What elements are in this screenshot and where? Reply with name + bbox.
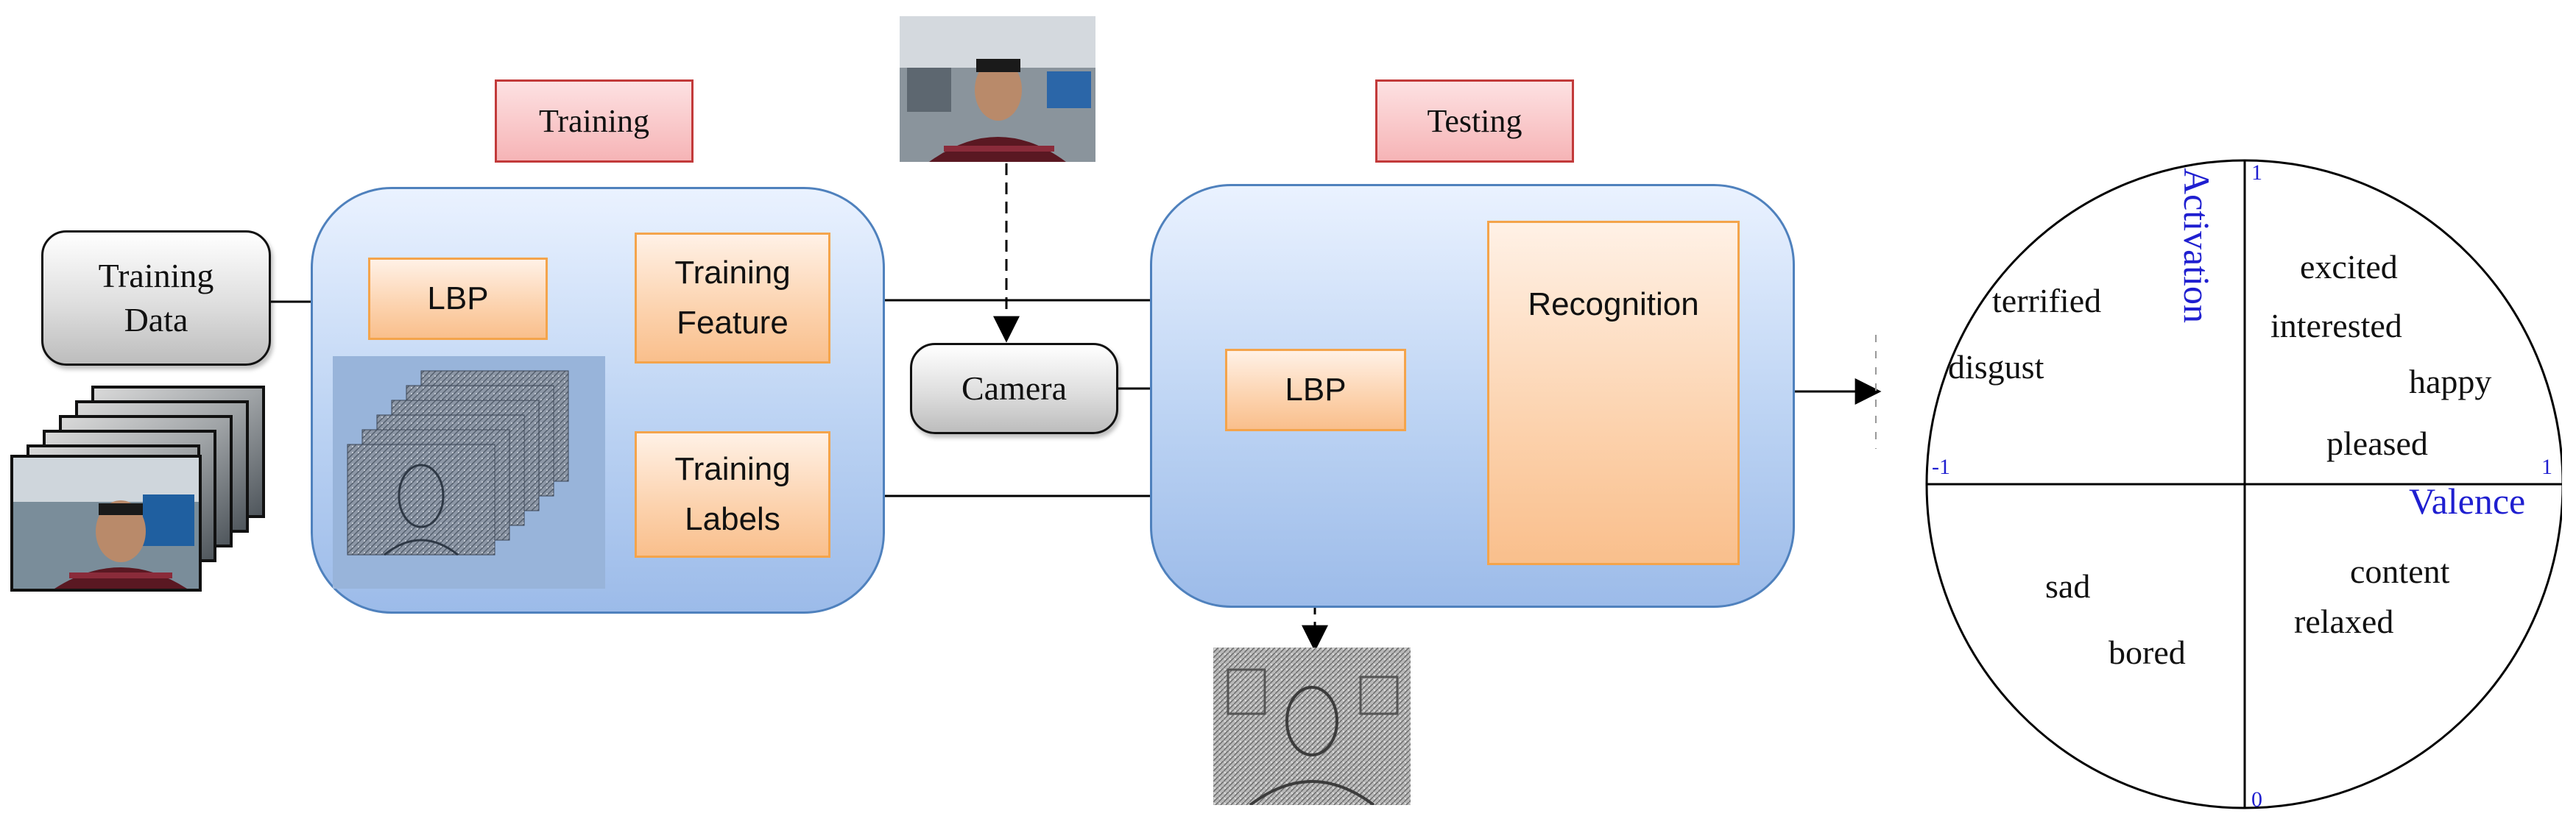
emotion-happy: happy <box>2409 363 2492 400</box>
camera-input-photo <box>900 16 1095 162</box>
activation-axis-label: Activation <box>2176 168 2217 324</box>
activation-top-tick: 1 <box>2251 160 2262 185</box>
training-lbp-box: LBP <box>368 258 548 340</box>
training-header-label: Training <box>539 103 649 139</box>
camera-box: Camera <box>910 343 1118 434</box>
recognition-label: Recognition <box>1528 286 1699 322</box>
emotion-content: content <box>2350 553 2450 590</box>
emotion-terrified: terrified <box>1992 282 2102 319</box>
lbp-output-image <box>1213 648 1411 806</box>
emotion-wheel <box>1925 159 2562 809</box>
emotion-relaxed: relaxed <box>2294 603 2394 640</box>
emotion-bored: bored <box>2109 634 2186 671</box>
emotion-interested: interested <box>2270 307 2402 344</box>
training-feature-box: Training Feature <box>635 233 830 364</box>
camera-label: Camera <box>961 369 1068 407</box>
testing-lbp-label: LBP <box>1285 372 1347 408</box>
activation-bottom-tick: 0 <box>2251 787 2262 812</box>
emotion-disgust: disgust <box>1948 348 2044 386</box>
lbp-feature-image-stack <box>333 356 605 589</box>
training-labels-line2: Labels <box>685 501 780 537</box>
training-labels-box: Training Labels <box>635 431 830 558</box>
testing-header: Testing <box>1375 79 1574 163</box>
training-data-line2: Data <box>124 301 188 338</box>
testing-lbp-box: LBP <box>1225 349 1406 431</box>
testing-header-label: Testing <box>1427 103 1522 139</box>
emotion-pleased: pleased <box>2326 425 2428 462</box>
recognition-box: Recognition <box>1487 221 1740 565</box>
training-image-stack <box>10 384 268 592</box>
training-feature-line2: Feature <box>677 305 788 341</box>
training-lbp-label: LBP <box>427 280 489 316</box>
emotion-sad: sad <box>2045 567 2091 605</box>
training-data-box: Training Data <box>41 230 271 366</box>
training-feature-line1: Training <box>674 255 791 291</box>
training-data-line1: Training <box>98 257 214 294</box>
valence-left-tick: -1 <box>1932 455 1950 479</box>
training-labels-line1: Training <box>674 451 791 487</box>
valence-right-tick: 1 <box>2541 455 2552 479</box>
emotion-excited: excited <box>2300 248 2398 286</box>
training-header: Training <box>495 79 694 163</box>
valence-axis-label: Valence <box>2409 481 2526 522</box>
